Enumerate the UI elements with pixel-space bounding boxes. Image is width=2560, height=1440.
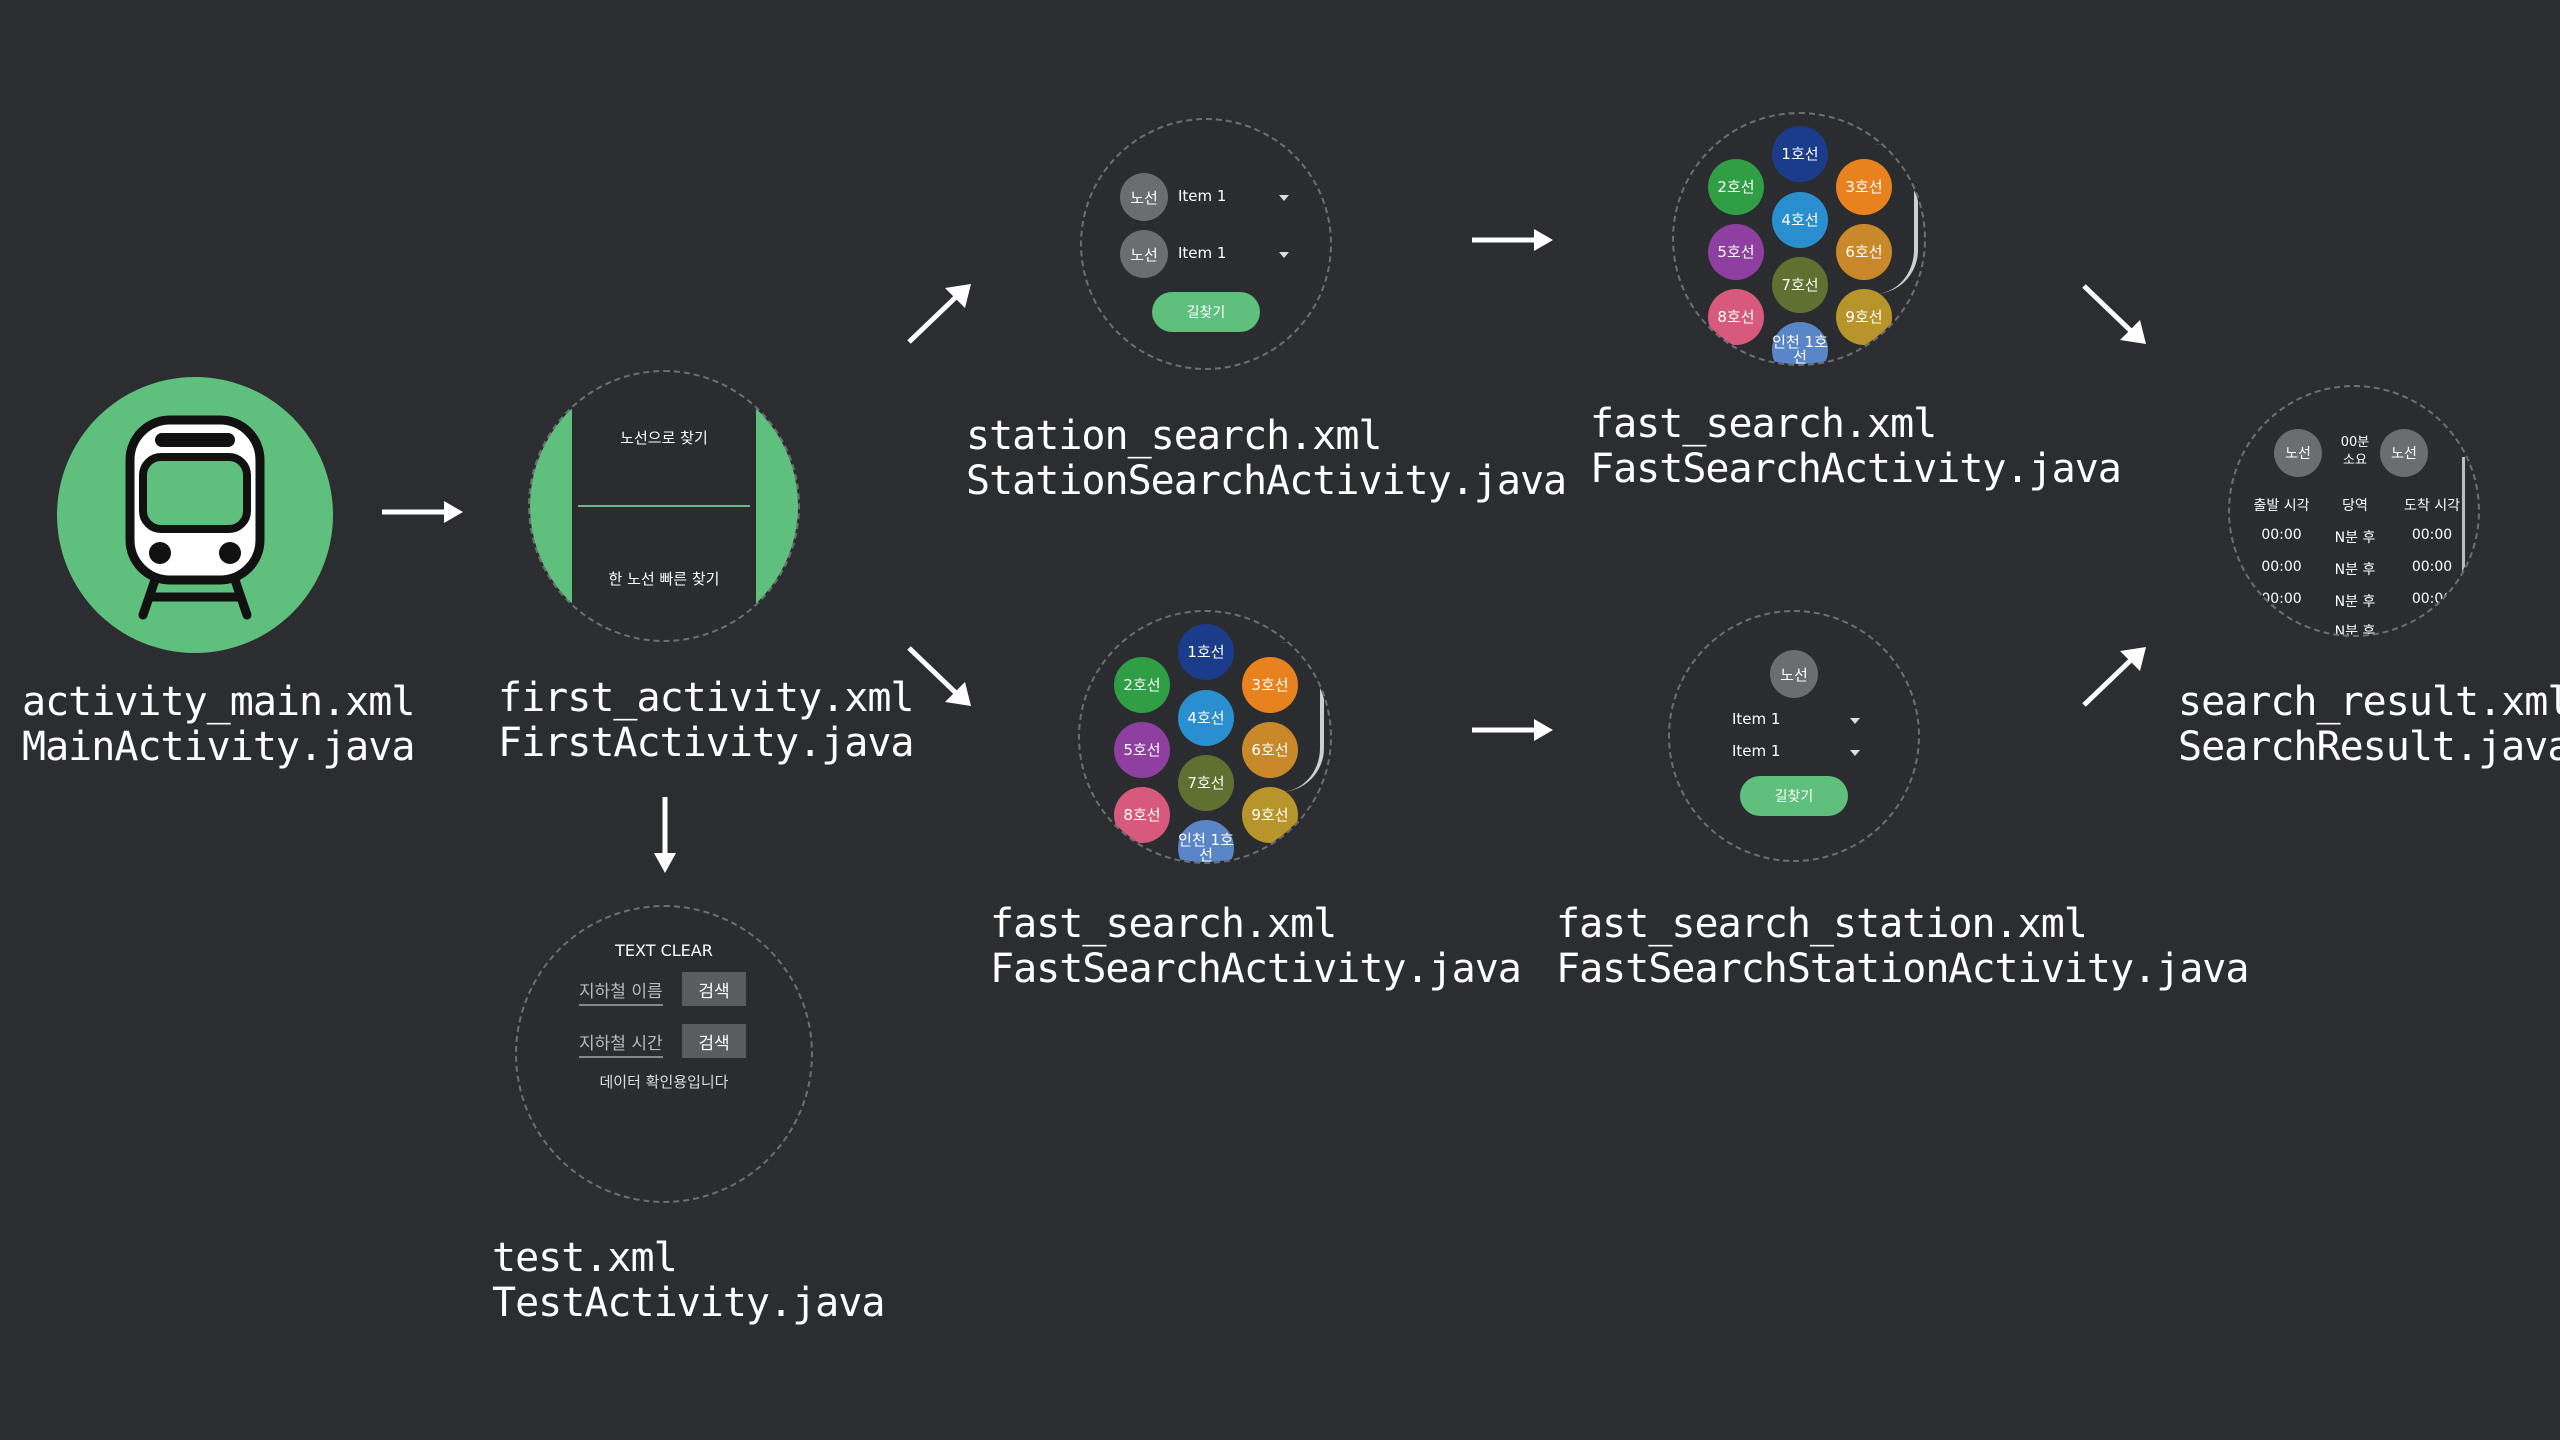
search-time-button[interactable]: 검색 xyxy=(682,1024,746,1058)
subway-time-field[interactable]: 지하철 시간 xyxy=(579,1029,663,1058)
line-2-button[interactable]: 2호선 xyxy=(1708,159,1764,215)
arrow-station-to-result xyxy=(2082,647,2146,707)
fast-search-station-watch: 노선 Item 1 Item 1 길찾기 xyxy=(1668,610,1920,862)
line-badge-left: 노선 xyxy=(2274,429,2322,477)
station-select-1[interactable]: Item 1 xyxy=(1732,710,1781,728)
main-activity-caption: activity_main.xml MainActivity.java xyxy=(22,679,415,770)
line-5-button[interactable]: 5호선 xyxy=(1114,722,1170,778)
test-status-text: 데이터 확인용입니다 xyxy=(599,1073,729,1091)
col-station-header: 당역 xyxy=(2342,498,2368,514)
line-badge-1[interactable]: 노선 xyxy=(1120,173,1168,221)
arrow-fast-search-to-result xyxy=(2082,284,2146,344)
search-name-button[interactable]: 검색 xyxy=(682,972,746,1006)
test-activity-caption: test.xml TestActivity.java xyxy=(492,1235,885,1326)
arrow-station-to-fast-search xyxy=(1472,229,1553,251)
arrow-first-to-station-search xyxy=(907,284,971,344)
first-activity-caption: first_activity.xml FirstActivity.java xyxy=(498,675,914,766)
fast-search-top-watch: 1호선 2호선 3호선 4호선 5호선 6호선 7호선 8호선 9호선 인천 1… xyxy=(1672,112,1926,366)
train-icon xyxy=(57,377,333,653)
fast-search-bottom-caption: fast_search.xml FastSearchActivity.java xyxy=(990,901,1522,992)
row-depart: 00:00 xyxy=(2261,591,2302,607)
line-2-button[interactable]: 2호선 xyxy=(1114,657,1170,713)
fast-search-bottom-watch: 1호선 2호선 3호선 4호선 5호선 6호선 7호선 8호선 9호선 인천 1… xyxy=(1078,610,1332,864)
line-1-button[interactable]: 1호선 xyxy=(1772,126,1828,182)
route-search-button[interactable]: 노선으로 찾기 xyxy=(620,429,708,447)
scrollbar[interactable] xyxy=(2462,457,2465,577)
first-activity-watch: 노선으로 찾기 한 노선 빠른 찾기 xyxy=(528,370,800,642)
line-9-button[interactable]: 9호선 xyxy=(1242,787,1298,843)
row-station: N분 후 xyxy=(2334,530,2376,546)
duration-line1: 00분 xyxy=(2340,435,2370,450)
line-1-button[interactable]: 1호선 xyxy=(1178,624,1234,680)
col-depart-header: 출발 시각 xyxy=(2253,498,2310,514)
col-arrive-header: 도착 시각 xyxy=(2404,498,2460,514)
line-8-button[interactable]: 8호선 xyxy=(1708,289,1764,345)
station-search-caption: station_search.xml StationSearchActivity… xyxy=(966,413,1567,504)
line-5-button[interactable]: 5호선 xyxy=(1708,224,1764,280)
line-badge-2[interactable]: 노선 xyxy=(1120,230,1168,278)
dropdown-arrow-icon[interactable] xyxy=(1850,750,1860,756)
first-right-green-bar xyxy=(756,372,798,640)
station-select-1[interactable]: Item 1 xyxy=(1178,187,1227,205)
line-4-button[interactable]: 4호선 xyxy=(1178,690,1234,746)
arrow-main-to-first xyxy=(382,501,463,523)
row-station: N분 후 xyxy=(2334,594,2376,610)
line-7-button[interactable]: 7호선 xyxy=(1178,755,1234,811)
arrow-fast-search-to-station xyxy=(1472,719,1553,741)
line-incheon1-button[interactable]: 인천 1호선 xyxy=(1772,322,1828,364)
fast-search-button[interactable]: 한 노선 빠른 찾기 xyxy=(608,570,720,588)
row-arrive: 00:00 xyxy=(2411,559,2453,575)
route-find-button[interactable]: 길찾기 xyxy=(1152,292,1260,332)
line-badge-right: 노선 xyxy=(2380,429,2428,477)
first-left-green-bar xyxy=(530,372,572,640)
line-7-button[interactable]: 7호선 xyxy=(1772,257,1828,313)
fast-search-station-caption: fast_search_station.xml FastSearchStatio… xyxy=(1556,901,2249,992)
first-divider xyxy=(578,505,750,507)
row-station: N분 후 xyxy=(2334,562,2376,578)
row-station: N분 후 xyxy=(2334,624,2376,637)
dropdown-arrow-icon[interactable] xyxy=(1850,718,1860,724)
line-4-button[interactable]: 4호선 xyxy=(1772,192,1828,248)
dropdown-arrow-icon[interactable] xyxy=(1279,195,1289,201)
arrow-first-to-fast-search xyxy=(907,646,971,706)
scrollbar[interactable] xyxy=(1280,642,1324,792)
row-depart: 00:00 xyxy=(2261,559,2302,575)
row-depart: 00:00 xyxy=(2261,527,2302,543)
row-arrive: 00:00 xyxy=(2411,527,2453,543)
scrollbar[interactable] xyxy=(1874,144,1918,294)
test-title: TEXT CLEAR xyxy=(615,941,713,960)
line-9-button[interactable]: 9호선 xyxy=(1836,289,1892,345)
line-badge[interactable]: 노선 xyxy=(1770,650,1818,698)
route-find-button[interactable]: 길찾기 xyxy=(1740,776,1848,816)
row-arrive: 00:00 xyxy=(2411,591,2453,607)
station-select-2[interactable]: Item 1 xyxy=(1178,244,1227,262)
search-result-watch: 노선 00분 소요 노선 출발 시각 당역 도착 시각 00:00 N분 후 0… xyxy=(2228,385,2480,637)
search-result-caption: search_result.xml SearchResult.java xyxy=(2178,679,2560,770)
subway-name-field[interactable]: 지하철 이름 xyxy=(579,977,663,1006)
line-8-button[interactable]: 8호선 xyxy=(1114,787,1170,843)
dropdown-arrow-icon[interactable] xyxy=(1279,252,1289,258)
station-select-2[interactable]: Item 1 xyxy=(1732,742,1781,760)
fast-search-top-caption: fast_search.xml FastSearchActivity.java xyxy=(1590,401,2122,492)
arrow-first-to-test xyxy=(654,797,676,873)
main-activity-node xyxy=(55,375,335,655)
test-activity-watch: TEXT CLEAR 지하철 이름 검색 지하철 시간 검색 데이터 확인용입니… xyxy=(515,905,813,1203)
line-incheon1-button[interactable]: 인천 1호선 xyxy=(1178,820,1234,862)
duration-line2: 소요 xyxy=(2343,453,2367,468)
station-search-watch: 노선 Item 1 노선 Item 1 길찾기 xyxy=(1080,118,1332,370)
